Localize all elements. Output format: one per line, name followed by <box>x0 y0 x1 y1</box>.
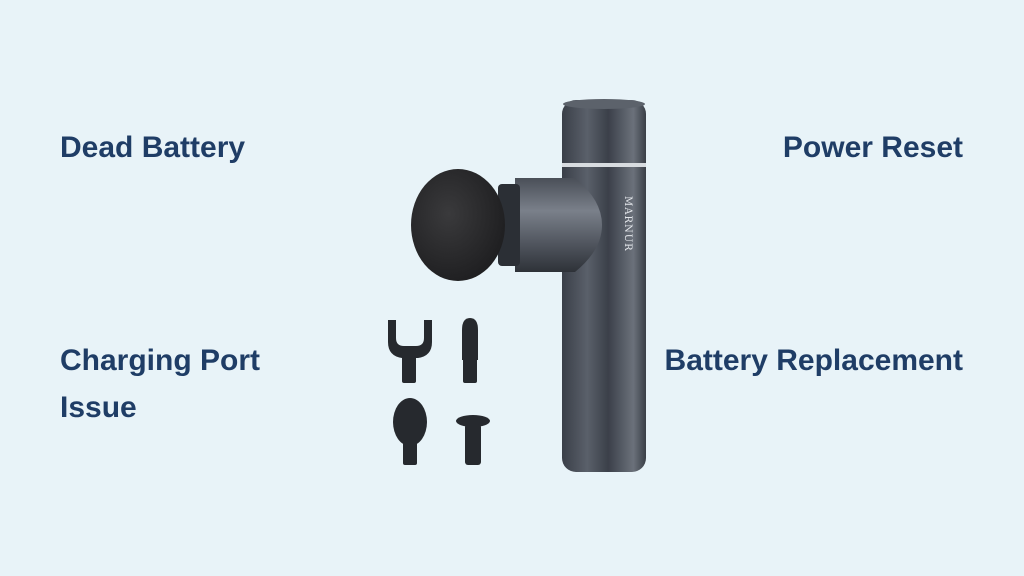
brand-logo: MARNUR <box>622 196 633 252</box>
head-collar <box>515 178 602 272</box>
label-dead-battery: Dead Battery <box>60 131 246 164</box>
label-battery-replacement: Battery Replacement <box>664 344 963 377</box>
fork-attachment <box>388 320 432 383</box>
attachments <box>388 318 490 465</box>
head-neck <box>498 184 520 266</box>
ball-head <box>411 169 505 281</box>
handle-ring <box>562 163 646 167</box>
handle-top <box>563 99 645 109</box>
label-charging-port-line1: Charging Port <box>60 344 260 377</box>
round-attachment <box>393 398 427 465</box>
handle <box>562 100 646 472</box>
label-power-reset: Power Reset <box>782 131 963 164</box>
bullet-attachment <box>462 318 478 383</box>
massage-gun: MARNUR <box>411 99 646 472</box>
label-charging-port-line2: Issue <box>60 391 137 424</box>
flat-attachment <box>456 415 490 465</box>
